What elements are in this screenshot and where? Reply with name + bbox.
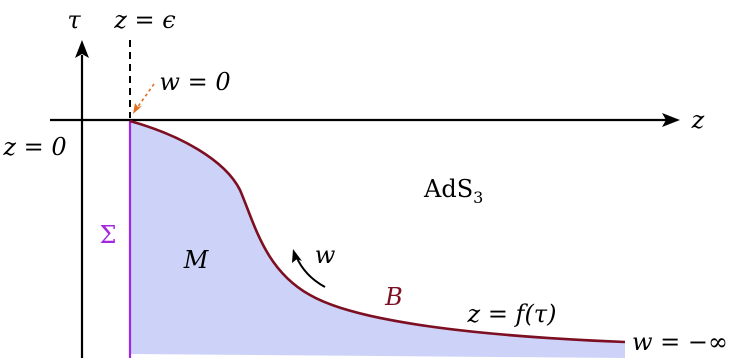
- w-arrow-label: w: [315, 241, 336, 269]
- boundary-curve-b: [129, 119, 626, 344]
- ads3-label-sub: 3: [473, 188, 483, 207]
- w-direction-arrowhead: [292, 249, 302, 263]
- tau-axis-arrowhead: [75, 40, 89, 58]
- w-minus-infinity-label: w = −∞: [632, 328, 728, 356]
- tau-axis-label: τ: [67, 6, 81, 34]
- w-zero-label: w = 0: [159, 68, 230, 96]
- ads3-label: AdS3: [423, 175, 483, 207]
- z-axis-label: z: [691, 106, 705, 134]
- z-zero-label: z = 0: [2, 133, 66, 161]
- region-m-label: M: [183, 246, 210, 274]
- z-f-tau-label: z = f(τ): [467, 300, 557, 328]
- z-axis-arrowhead: [662, 113, 680, 127]
- region-m-fill: [130, 121, 625, 358]
- sigma-label: Σ: [100, 221, 117, 249]
- w-zero-arrowhead: [133, 103, 142, 114]
- ads3-label-main: AdS: [423, 175, 473, 203]
- w-zero-arrow-line: [136, 83, 155, 109]
- boundary-b-label: B: [384, 283, 403, 311]
- w-direction-arrow: [295, 255, 326, 288]
- z-epsilon-label: z = ϵ: [113, 6, 175, 34]
